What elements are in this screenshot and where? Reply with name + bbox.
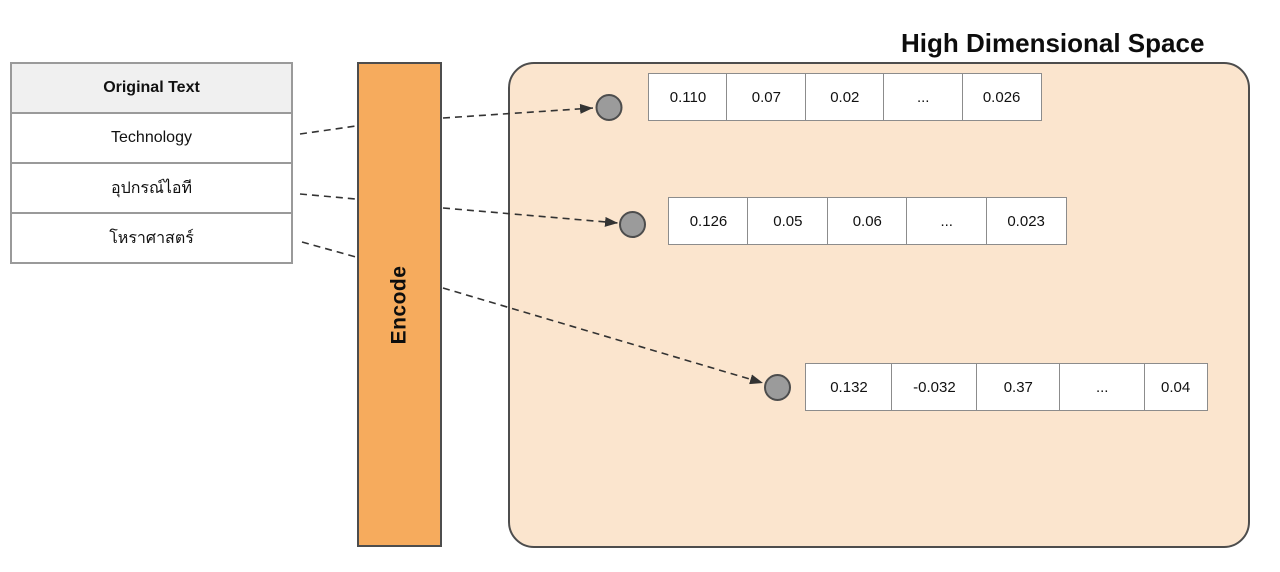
table-header: Original Text <box>12 64 291 112</box>
table-row-thai-astrology: โหราศาสตร์ <box>12 212 291 262</box>
encode-label: Encode <box>387 265 411 344</box>
vector-cell: 0.126 <box>668 197 749 245</box>
vector-cell: 0.06 <box>826 197 908 245</box>
original-text-table: Original Text Technology อุปกรณ์ไอที โหร… <box>10 62 293 264</box>
vector-cell-ellipsis: ... <box>1059 363 1146 411</box>
encode-bar: Encode <box>357 62 442 547</box>
vector-cell-ellipsis: ... <box>906 197 988 245</box>
vector-cell: 0.026 <box>961 73 1042 121</box>
vector-cell-ellipsis: ... <box>883 73 964 121</box>
vector-cell: 0.02 <box>804 73 885 121</box>
table-row-thai-it: อุปกรณ์ไอที <box>12 162 291 212</box>
vector-cell: 0.37 <box>975 363 1061 411</box>
vector-cell: 0.110 <box>648 73 728 121</box>
page-title: High Dimensional Space <box>901 28 1205 58</box>
vector-cell: 0.023 <box>985 197 1067 245</box>
vector-cell: 0.132 <box>805 363 893 411</box>
arrow3-left-segment <box>301 241 357 258</box>
vector-cell: 0.05 <box>747 197 829 245</box>
vector-row-1: 0.110 0.07 0.02 ... 0.026 <box>648 73 1042 121</box>
high-dimensional-space-box <box>508 62 1250 548</box>
vector-cell: 0.07 <box>726 73 807 121</box>
arrow2-left-segment <box>299 193 357 200</box>
vector-cell: -0.032 <box>891 363 978 411</box>
table-row-technology: Technology <box>12 112 291 162</box>
arrow1-left-segment <box>299 125 357 135</box>
vector-row-3: 0.132 -0.032 0.37 ... 0.04 <box>805 363 1208 411</box>
vector-row-2: 0.126 0.05 0.06 ... 0.023 <box>668 197 1067 245</box>
vector-cell: 0.04 <box>1143 363 1208 411</box>
